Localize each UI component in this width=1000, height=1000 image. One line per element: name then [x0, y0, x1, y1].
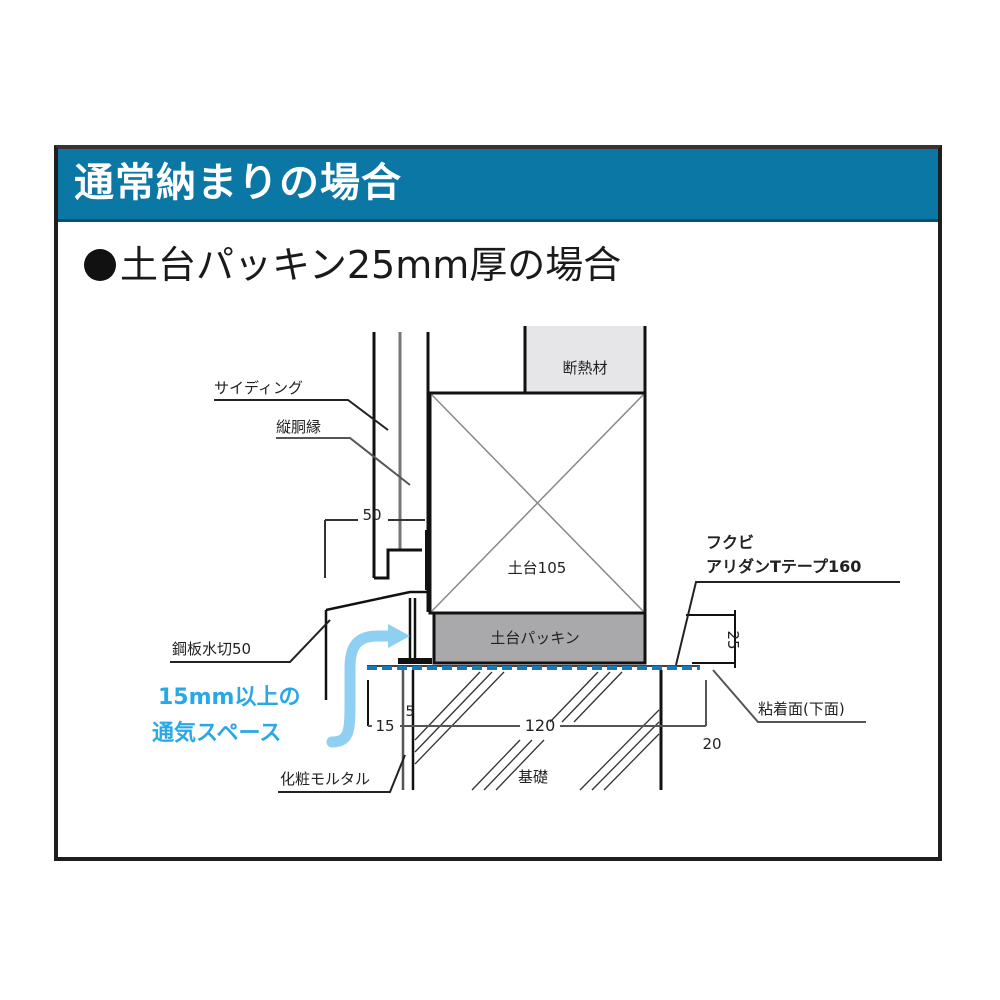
air-space-note-line1: 15mm以上の	[158, 685, 300, 710]
tape-line	[367, 665, 700, 670]
foundation	[401, 670, 663, 791]
dim-15: 15	[375, 717, 394, 735]
insulation	[523, 326, 647, 393]
section-heading: 土台パッキン25mm厚の場合	[84, 237, 621, 293]
sill-packing-label: 土台パッキン	[490, 629, 580, 647]
airflow-arrow-icon	[326, 624, 410, 748]
flashing	[324, 590, 432, 700]
header-bar: 通常納まりの場合	[58, 149, 938, 222]
tape-product-label: アリダンTテープ160	[706, 557, 861, 576]
sill	[428, 391, 647, 615]
sill-label: 土台105	[508, 559, 567, 577]
wall-lines	[372, 332, 430, 612]
foundation-label: 基礎	[518, 768, 548, 786]
air-space-note-line2: 通気スペース	[152, 720, 281, 746]
page-title: 通常納まりの場合	[74, 160, 402, 206]
sill-packing	[432, 611, 647, 665]
dim-5: 5	[406, 704, 415, 720]
flashing-label: 鋼板水切50	[172, 640, 251, 658]
dim-25: 25	[724, 630, 742, 649]
dim-flashing-50: 50	[362, 506, 381, 524]
tape-brand-label: フクビ	[706, 533, 754, 552]
dim-20: 20	[702, 735, 721, 753]
bullet-icon	[84, 249, 116, 281]
siding-label: サイディング	[214, 379, 303, 397]
insulation-label: 断熱材	[562, 359, 607, 377]
furring-label: 縦胴縁	[276, 418, 321, 436]
adhesive-face-label: 粘着面(下面)	[758, 700, 845, 718]
mortar-label: 化粧モルタル	[280, 770, 370, 788]
section-heading-text: 土台パッキン25mm厚の場合	[120, 243, 622, 287]
diagram-frame: 通常納まりの場合 土台パッキン25mm厚の場合	[54, 145, 942, 861]
dim-120: 120	[525, 716, 556, 735]
dimension-lines	[324, 519, 736, 727]
leader-lines	[170, 399, 900, 793]
